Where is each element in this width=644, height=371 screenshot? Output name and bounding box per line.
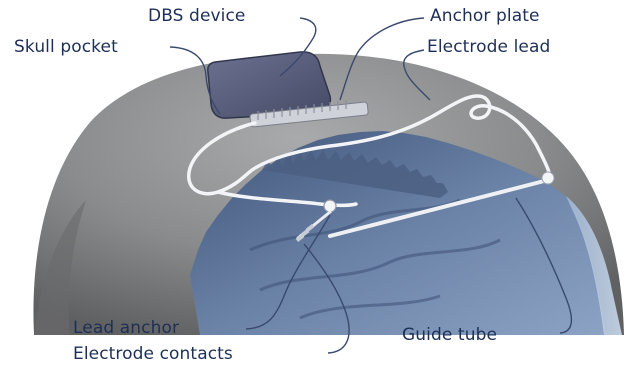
lead-anchor bbox=[324, 200, 336, 212]
label-electrode-lead: Electrode lead bbox=[427, 37, 550, 57]
label-electrode-contacts: Electrode contacts bbox=[73, 344, 233, 364]
label-guide-tube: Guide tube bbox=[402, 325, 497, 345]
label-anchor-plate: Anchor plate bbox=[430, 6, 540, 26]
guide-tube-cap bbox=[542, 172, 554, 184]
label-skull-pocket: Skull pocket bbox=[14, 37, 118, 57]
label-lead-anchor: Lead anchor bbox=[73, 318, 179, 338]
label-dbs-device: DBS device bbox=[148, 6, 246, 26]
